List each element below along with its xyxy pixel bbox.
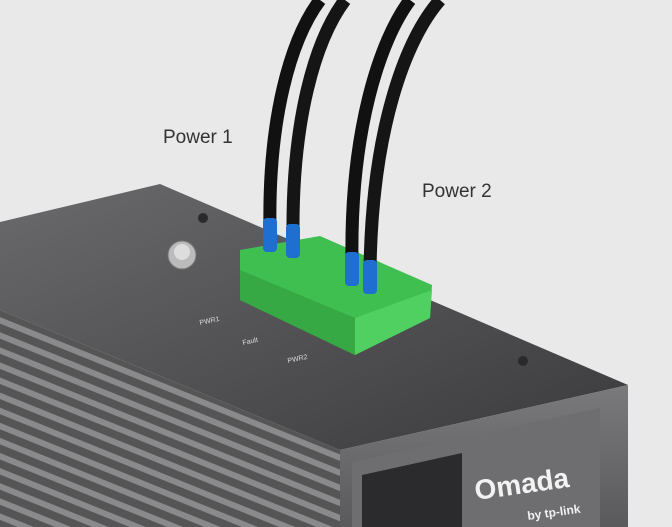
ferrule xyxy=(345,252,359,286)
callout-power-1: Power 1 xyxy=(163,127,233,148)
screw xyxy=(518,356,528,366)
cable xyxy=(363,0,445,271)
cable xyxy=(263,0,326,231)
silk-pwr2: PWR2 xyxy=(287,354,308,365)
port-window xyxy=(362,453,462,527)
cable xyxy=(345,0,416,263)
silk-pwr1: PWR1 xyxy=(199,316,220,327)
ground-screw-head xyxy=(174,244,190,260)
callout-power-2: Power 2 xyxy=(422,181,492,202)
screw xyxy=(198,213,208,223)
ferrule xyxy=(363,260,377,294)
ferrule xyxy=(263,218,277,252)
terminal-block-front xyxy=(240,270,355,355)
ferrule xyxy=(286,224,300,258)
silk-fault: Fault xyxy=(242,337,259,347)
cable xyxy=(286,0,351,236)
terminal-block-side xyxy=(355,290,432,355)
side-fins xyxy=(0,310,340,527)
